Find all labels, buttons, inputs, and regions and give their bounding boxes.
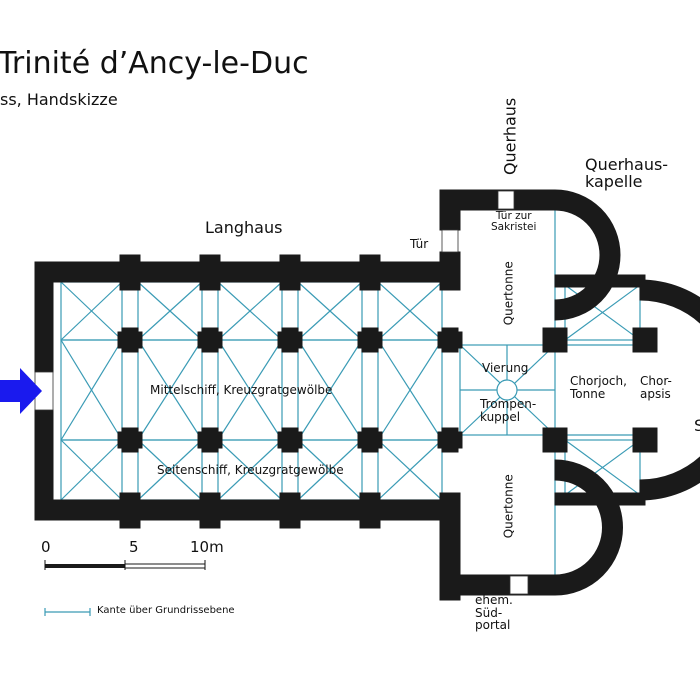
- pier: [441, 427, 459, 453]
- label-line: kuppel: [480, 409, 521, 424]
- pier: [281, 327, 299, 353]
- label-querhauskapelle: Querhaus-kapelle: [585, 155, 669, 191]
- label-chorapsis: Chor-apsis: [640, 375, 672, 400]
- groin-line: [377, 281, 443, 341]
- label-line: Chor-: [640, 374, 672, 388]
- scale-tick-5: 5: [129, 538, 139, 556]
- buttress: [119, 254, 141, 291]
- pier: [361, 427, 379, 453]
- label-suedportal: ehem.Süd-portal: [475, 594, 513, 632]
- pier: [542, 327, 568, 353]
- label-querhaus: Querhaus: [500, 97, 520, 176]
- pier: [441, 327, 459, 353]
- label-line: Süd-: [475, 605, 503, 620]
- pier: [281, 427, 299, 453]
- pier: [201, 427, 219, 453]
- pier: [361, 327, 379, 353]
- groin-line: [297, 281, 363, 341]
- buttress: [199, 492, 221, 529]
- groin-line: [137, 339, 203, 441]
- subtitle: ss, Handskizze: [0, 90, 118, 109]
- groin-line: [60, 339, 123, 441]
- pier: [542, 427, 568, 453]
- buttress: [279, 254, 301, 291]
- legend-label: Kante über Grundrissebene: [97, 605, 235, 616]
- label-seitenschiff: Seitenschiff, Kreuzgratgewölbe: [157, 463, 344, 477]
- scale-bar: [44, 560, 206, 570]
- label-line: Trompen-: [480, 397, 537, 411]
- label-vierung: Vierung: [482, 361, 529, 375]
- arrow-right-icon: [0, 368, 42, 414]
- groin-line: [217, 339, 283, 441]
- label-langhaus: Langhaus: [205, 218, 283, 237]
- page-title: Trinité d’Ancy-le-Duc: [0, 46, 309, 81]
- label-line: kapelle: [585, 171, 643, 191]
- label-mittelschiff: Mittelschiff, Kreuzgratgewölbe: [150, 383, 333, 397]
- label-quertonne-north: Quertonne: [501, 261, 516, 326]
- buttress: [359, 492, 381, 529]
- pier: [121, 427, 139, 453]
- label-quertonne-south: Quertonne: [501, 474, 516, 539]
- label-edge-s: S: [694, 416, 700, 435]
- groin-line: [377, 439, 443, 501]
- groin-line: [217, 281, 283, 341]
- groin-line: [297, 339, 363, 441]
- buttress: [439, 254, 461, 291]
- groin-line: [377, 339, 443, 441]
- label-line: ehem.: [475, 593, 513, 607]
- walls: [34, 189, 700, 601]
- buttress: [199, 254, 221, 291]
- buttress: [359, 254, 381, 291]
- label-line: Tonne: [570, 386, 606, 401]
- buttress: [439, 492, 461, 529]
- groin-line: [137, 439, 203, 501]
- legend-line-sample: [44, 608, 91, 616]
- groin-line: [137, 281, 203, 341]
- label-line: Querhaus-: [585, 155, 669, 174]
- label-line: apsis: [640, 386, 671, 401]
- pier: [632, 327, 658, 353]
- scale-tick-0: 0: [41, 538, 51, 556]
- buttress: [279, 492, 301, 529]
- pier: [201, 327, 219, 353]
- label-line: Chorjoch,: [570, 374, 627, 388]
- label-line: Sakristei: [491, 221, 537, 234]
- label-line: Tür zur: [495, 210, 532, 222]
- groin-line: [297, 439, 363, 501]
- pier: [632, 427, 658, 453]
- label-tuer: Tür: [410, 237, 429, 251]
- pier: [121, 327, 139, 353]
- label-trompenkuppel: Trompen-kuppel: [480, 398, 536, 423]
- groin-line: [60, 439, 123, 501]
- label-line: portal: [475, 618, 511, 633]
- groin-line: [60, 281, 123, 341]
- groin-line: [217, 439, 283, 501]
- label-chorjoch: Chorjoch,Tonne: [570, 375, 627, 400]
- scale-tick-10m: 10m: [190, 538, 224, 556]
- buttress: [119, 492, 141, 529]
